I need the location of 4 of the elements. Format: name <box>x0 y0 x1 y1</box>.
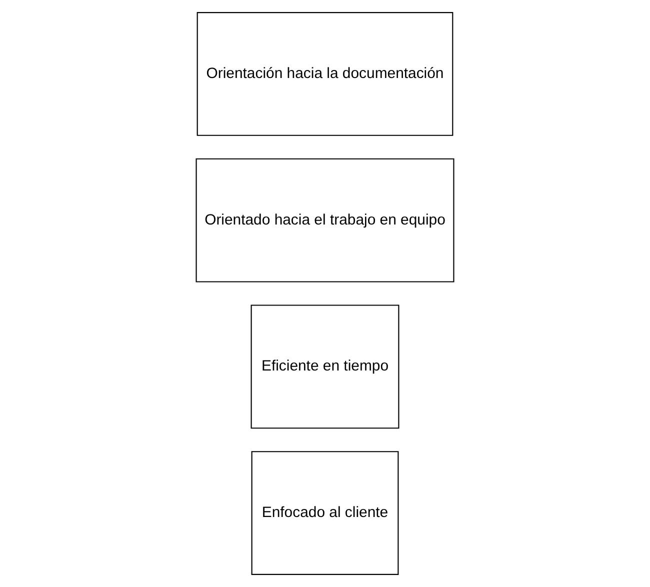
node-box: Orientado hacia el trabajo en equipo <box>196 158 454 282</box>
node-box: Eficiente en tiempo <box>250 304 400 429</box>
node-box: Enfocado al cliente <box>251 451 399 575</box>
node-box: Orientación hacia la documentación <box>196 12 454 136</box>
